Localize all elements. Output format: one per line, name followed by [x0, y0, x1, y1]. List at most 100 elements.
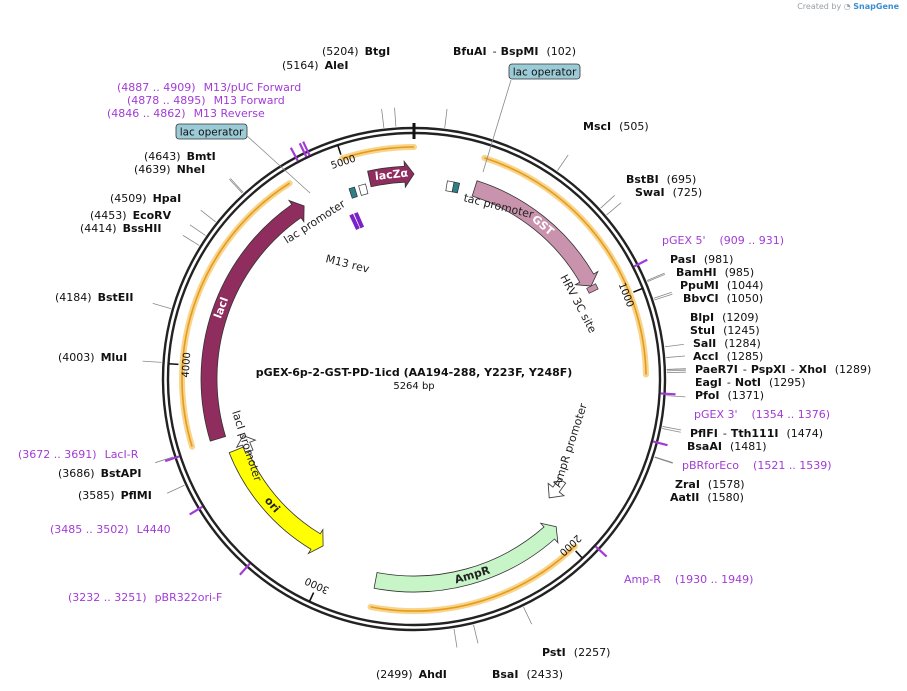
site-btgi[interactable]: (5204)BtgI: [322, 45, 390, 58]
site-bsaai[interactable]: BsaAI(1481): [687, 440, 767, 453]
primer-pbr322ori-f[interactable]: (3232 .. 3251)pBR322ori-F: [68, 591, 222, 604]
site-leader-13: [666, 368, 686, 371]
tick-label-3000: 3000: [303, 575, 331, 596]
site-leader-31: [229, 178, 243, 194]
lac-operator-mark-1[interactable]: [451, 181, 461, 194]
site-leader-2: [444, 108, 448, 128]
site-bmti[interactable]: (4643)BmtI: [144, 150, 216, 163]
primer-amp-r[interactable]: Amp-R(1930 .. 1949): [624, 573, 753, 586]
site-leader-4: [600, 195, 615, 209]
primer-pgex-3[interactable]: pGEX 3'(1354 .. 1376): [694, 408, 830, 421]
primer-m13-forward[interactable]: (4878 .. 4895)M13 Forward: [127, 94, 285, 107]
site-leader-27: [152, 303, 172, 310]
lac-operator-label-1: lac operator: [513, 67, 577, 79]
site-leader-5: [606, 202, 622, 216]
site-mlui[interactable]: (4003)MluI: [58, 351, 127, 364]
primer-pgex-5[interactable]: pGEX 5'(909 .. 931): [662, 234, 784, 247]
site-bsshii[interactable]: (4414)BssHII: [80, 222, 161, 235]
feature-lac-promoter-mark[interactable]: [358, 183, 369, 196]
primer-mark-1: [298, 142, 308, 158]
site-leader-19: [654, 456, 673, 464]
feature-laci-arrow[interactable]: [200, 199, 305, 442]
lac-operator-mark-2[interactable]: [348, 186, 358, 199]
feature-hrv-3c-site-mark[interactable]: [586, 283, 599, 294]
feature-laci-promoter-arrow[interactable]: [235, 435, 257, 454]
site-nhei[interactable]: (4639)NheI: [134, 163, 205, 176]
site-pflmi[interactable]: (3585)PflMI: [78, 489, 152, 502]
site-leader-24: [166, 484, 185, 494]
feature-ampr-arrow[interactable]: [373, 522, 559, 593]
feature-lacz-label: lacZα: [374, 166, 409, 183]
primer-m13-reverse[interactable]: (4846 .. 4862)M13 Reverse: [107, 107, 265, 120]
lac-operator-box-1[interactable]: lac operator: [508, 63, 581, 80]
site-bstapi[interactable]: (3686)BstAPI: [58, 467, 141, 480]
feature-laci-label: lacI: [211, 295, 231, 320]
site-msci[interactable]: MscI(505): [583, 120, 649, 133]
site-bfuai-bspmi[interactable]: BfuAI-BspMI(102): [453, 45, 576, 58]
site-sali[interactable]: SalI(1284): [693, 337, 761, 350]
site-leader-17: [662, 426, 682, 431]
site-leader-0: [394, 107, 397, 127]
site-pasi[interactable]: PasI(981): [670, 253, 733, 266]
site-leader-14: [666, 369, 686, 372]
backbone-inner-circle: [166, 131, 662, 627]
site-swai[interactable]: SwaI(725): [635, 186, 702, 199]
primer-laci-r[interactable]: (3672 .. 3691)LacI-R: [18, 448, 139, 461]
site-pfoi[interactable]: PfoI(1371): [695, 389, 764, 402]
site-bstbi[interactable]: BstBI(695): [626, 173, 696, 186]
site-paer7i-pspxi-xhoi[interactable]: PaeR7I-PspXI-XhoI(1289): [695, 363, 871, 376]
site-stui[interactable]: StuI(1245): [690, 324, 760, 337]
feature-lacz-arrow[interactable]: [367, 159, 415, 189]
site-leader-1: [381, 108, 385, 128]
primer-mark-9: [239, 562, 251, 576]
site-bsteii[interactable]: (4184)BstEII: [55, 291, 133, 304]
site-leader-16: [666, 395, 686, 398]
site-lines: [142, 107, 686, 648]
m13-rev-bar-0: [349, 213, 360, 230]
site-alei[interactable]: (5164)AleI: [282, 59, 348, 72]
site-ahdi[interactable]: (2499)AhdI: [376, 668, 447, 681]
site-ecorv[interactable]: (4453)EcoRV: [90, 209, 172, 222]
primer-mark-8: [189, 505, 204, 516]
primer-pbrforeco[interactable]: pBRforEco(1521 .. 1539): [682, 459, 832, 472]
lac-operator-box-2[interactable]: lac operator: [175, 123, 248, 140]
site-leader-8: [653, 291, 672, 299]
site-psti[interactable]: PstI(2257): [542, 646, 610, 659]
orf-arcs: [179, 143, 649, 614]
site-leader-3: [557, 154, 569, 171]
tick-2000: [575, 550, 584, 559]
site-bbvci[interactable]: BbvCI(1050): [683, 292, 763, 305]
tick-4000: [168, 362, 179, 366]
feature-ori-arrow[interactable]: [228, 445, 324, 555]
site-aatii[interactable]: AatII(1580): [670, 491, 744, 504]
site-zrai[interactable]: ZraI(1578): [675, 478, 745, 491]
lac-operator-leader-1: [482, 79, 512, 173]
site-bsai[interactable]: BsaI(2433): [492, 668, 563, 681]
site-labels: (5204)BtgI (5164)AleI BfuAI-BspMI(102) M…: [55, 45, 871, 681]
primer-l4440[interactable]: (3485 .. 3502)L4440: [50, 523, 171, 536]
primer-m13-puc-forward[interactable]: (4887 .. 4909)M13/pUC Forward: [117, 81, 301, 94]
site-ppumi[interactable]: PpuMI(1044): [680, 279, 763, 292]
site-leader-25: [155, 456, 174, 464]
site-pflfi-tth111i[interactable]: PflFI-Tth111I(1474): [690, 427, 823, 440]
site-hpai[interactable]: (4509)HpaI: [110, 192, 181, 205]
site-leader-32: [230, 178, 244, 193]
feature-ampr-promoter-arrow[interactable]: [547, 477, 567, 499]
site-leader-26: [142, 360, 162, 363]
orf-glow-0: [481, 154, 649, 378]
site-blpi[interactable]: BlpI(1209): [690, 311, 759, 324]
primer-mark-6: [594, 545, 608, 558]
orf-line-1: [341, 146, 415, 160]
backbone-outer-circle: [161, 126, 667, 632]
site-bamhi[interactable]: BamHI(985): [676, 266, 754, 279]
site-eagi-noti[interactable]: EagI-NotI(1295): [695, 376, 806, 389]
primer-mark-3: [633, 258, 648, 268]
tick-label-4000: 4000: [181, 352, 194, 378]
feature-gst-arrow[interactable]: [471, 180, 599, 287]
orf-line-3: [370, 545, 576, 612]
site-acci[interactable]: AccI(1285): [693, 350, 763, 363]
site-leader-30: [200, 209, 216, 223]
m13-rev-label: M13 rev: [324, 252, 371, 276]
site-leader-6: [646, 272, 665, 281]
